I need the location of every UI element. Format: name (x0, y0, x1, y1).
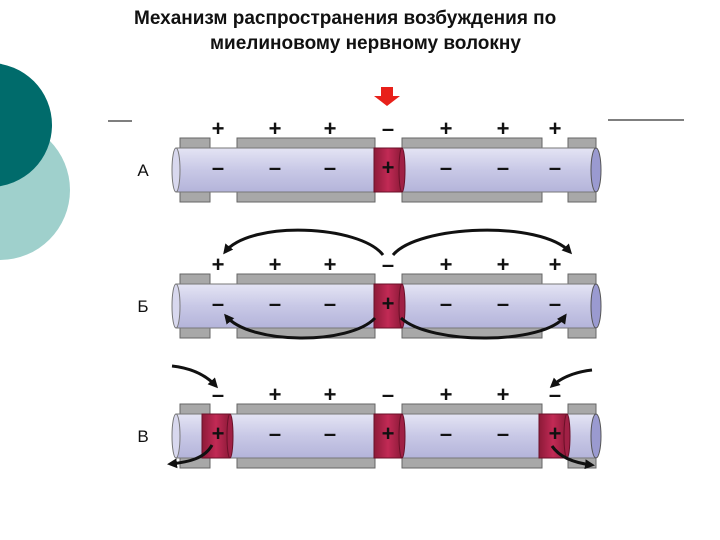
charge-sign-inner: – (324, 155, 336, 180)
charge-sign-outer: – (549, 382, 561, 407)
curved-arrow-icon (167, 444, 214, 469)
charge-sign-outer: + (269, 382, 282, 407)
charge-sign-outer: + (549, 116, 562, 141)
active-node-edge (398, 413, 406, 459)
charge-sign-outer: + (212, 252, 225, 277)
myelin-sheath (179, 191, 211, 203)
active-node-edge (398, 147, 406, 193)
myelin-sheath (236, 403, 376, 415)
myelin-sheath (401, 273, 543, 285)
charge-sign-outer: – (212, 382, 224, 407)
charge-sign-inner: – (497, 155, 509, 180)
curved-arrow-icon (391, 228, 573, 257)
rows-layer: А + + + – + + + – – – + – – – Б + + + – + + + – – – + – – – В – + + – + + – + –… (137, 116, 602, 469)
axon-end-right (590, 283, 602, 329)
myelin-sheath (179, 403, 211, 415)
charge-sign-inner: – (212, 291, 224, 316)
charge-sign-inner: + (382, 155, 395, 180)
charge-sign-inner: – (497, 291, 509, 316)
charge-sign-outer: + (440, 252, 453, 277)
charge-sign-outer: – (382, 252, 394, 277)
row-label: А (137, 161, 149, 180)
curved-arrow-icon (223, 228, 385, 256)
active-node-edge (563, 413, 571, 459)
charge-sign-inner: – (440, 421, 452, 446)
charge-sign-outer: + (440, 116, 453, 141)
axon-end-right (590, 147, 602, 193)
charge-sign-outer: + (269, 252, 282, 277)
charge-sign-outer: + (497, 382, 510, 407)
active-node-edge (398, 283, 406, 329)
charge-sign-inner: – (549, 155, 561, 180)
myelin-sheath (567, 327, 597, 339)
charge-sign-outer: + (440, 382, 453, 407)
charge-sign-outer: + (324, 252, 337, 277)
myelin-sheath (236, 137, 376, 149)
charge-sign-inner: – (324, 291, 336, 316)
axon-end-right (590, 413, 602, 459)
active-node (373, 283, 403, 329)
page-title-line2: миелиновому нервному волокну (210, 33, 521, 54)
myelin-sheath (236, 273, 376, 285)
myelin-sheath (401, 137, 543, 149)
stimulus-arrow-icon (374, 87, 400, 106)
charge-sign-inner: – (269, 291, 281, 316)
charge-sign-outer: + (497, 116, 510, 141)
decor-circle-dark (0, 63, 52, 187)
myelin-sheath (236, 191, 376, 203)
curved-arrow-icon (549, 368, 593, 389)
myelin-sheath (567, 137, 597, 149)
row-label: Б (137, 297, 148, 316)
charge-sign-inner: – (269, 421, 281, 446)
curved-arrow-icon (171, 364, 219, 389)
charge-sign-inner: – (497, 421, 509, 446)
charge-sign-inner: – (549, 291, 561, 316)
myelin-sheath (236, 457, 376, 469)
charge-sign-outer: – (382, 116, 394, 141)
charge-sign-outer: – (382, 382, 394, 407)
charge-sign-inner: – (269, 155, 281, 180)
charge-sign-inner: – (324, 421, 336, 446)
charge-sign-inner: – (212, 155, 224, 180)
myelin-sheath (567, 191, 597, 203)
decorative-circles (0, 63, 70, 260)
current-arrows (167, 228, 595, 470)
charge-sign-inner: – (440, 291, 452, 316)
charge-sign-outer: + (212, 116, 225, 141)
charge-sign-inner: – (440, 155, 452, 180)
active-node-edge (226, 413, 234, 459)
axon-end-left (171, 283, 181, 329)
charge-sign-outer: + (324, 382, 337, 407)
myelin-sheath (179, 327, 211, 339)
myelin-sheath (179, 273, 211, 285)
curved-arrow-icon (399, 313, 567, 340)
myelin-sheath (179, 137, 211, 149)
charge-sign-outer: + (549, 252, 562, 277)
myelin-sheath (401, 457, 543, 469)
axon-end-left (171, 413, 181, 459)
curved-arrow-icon (224, 313, 377, 340)
charge-sign-inner: + (212, 421, 225, 446)
page-title-line1: Механизм распространения возбуждения по (134, 8, 557, 29)
row-label: В (137, 427, 148, 446)
myelin-sheath (401, 191, 543, 203)
axon-end-left (171, 147, 181, 193)
charge-sign-inner: + (382, 421, 395, 446)
myelin-sheath (567, 403, 597, 415)
charge-sign-outer: + (269, 116, 282, 141)
myelin-sheath (567, 273, 597, 285)
charge-sign-inner: + (549, 421, 562, 446)
curved-arrow-icon (550, 445, 595, 470)
charge-sign-inner: + (382, 291, 395, 316)
myelin-sheath (401, 403, 543, 415)
charge-sign-outer: + (324, 116, 337, 141)
active-node (373, 413, 403, 459)
charge-sign-outer: + (497, 252, 510, 277)
